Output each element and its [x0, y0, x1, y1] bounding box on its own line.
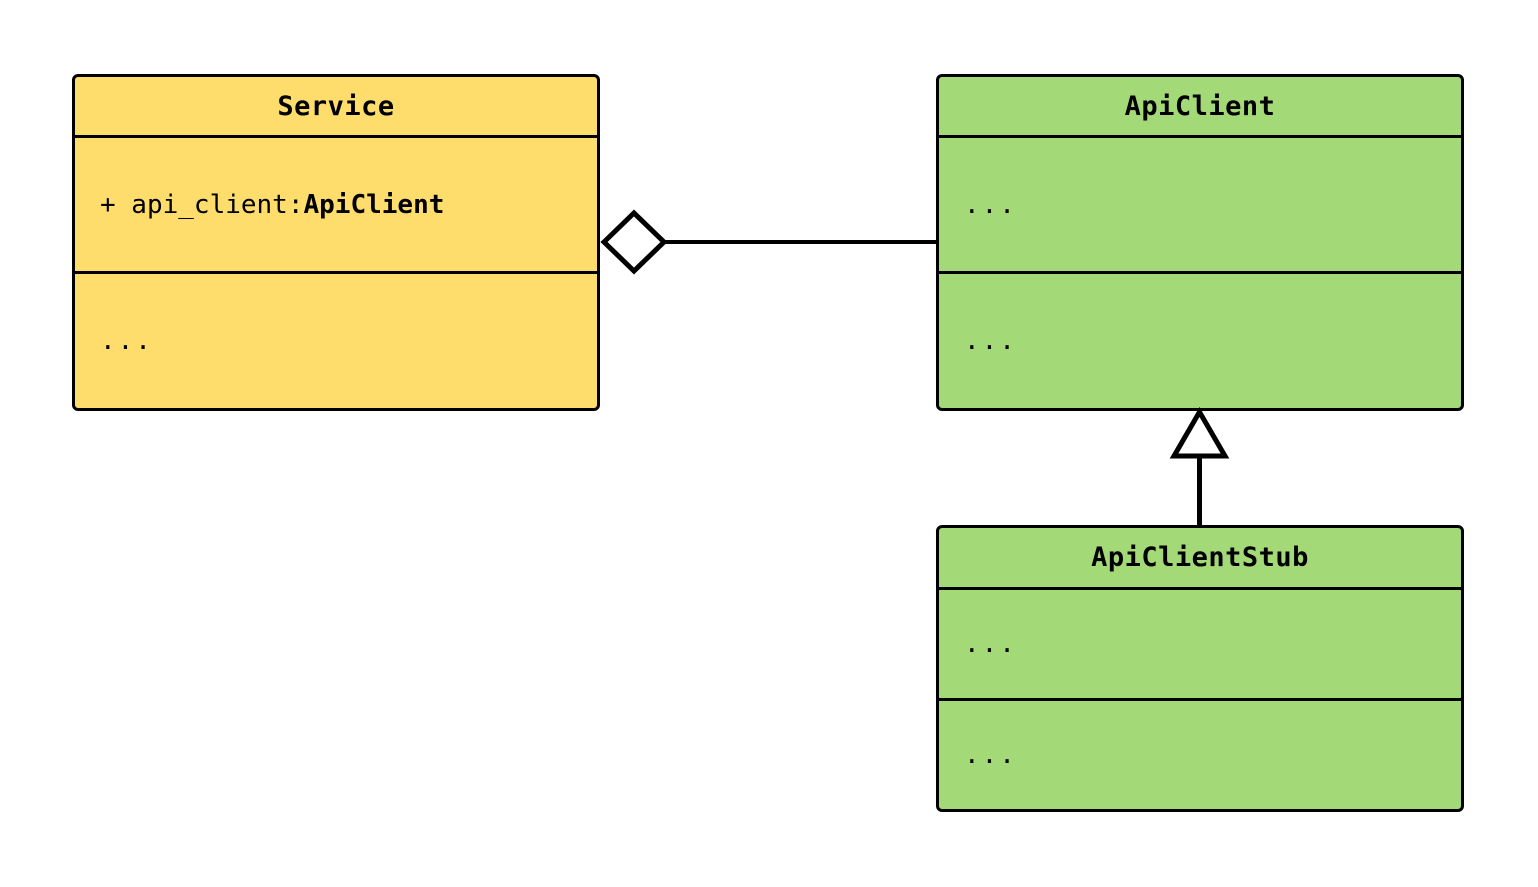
generalization-connector-line	[1197, 455, 1202, 527]
class-box-apiclientstub[interactable]: ApiClientStub ... ...	[936, 525, 1464, 812]
hollow-diamond-icon	[600, 209, 668, 275]
attributes-ellipsis-apiclientstub: ...	[964, 629, 1017, 659]
attribute-type-apiclient: ApiClient	[303, 189, 445, 220]
hollow-triangle-icon	[1169, 407, 1230, 459]
methods-ellipsis-apiclient: ...	[964, 326, 1017, 356]
class-methods-service: ...	[75, 274, 597, 408]
class-name-apiclientstub: ApiClientStub	[939, 528, 1461, 590]
methods-ellipsis-service: ...	[100, 326, 153, 356]
attribute-visibility-and-name: + api_client:	[100, 189, 304, 220]
class-methods-apiclient: ...	[939, 274, 1461, 408]
class-attributes-apiclient: ...	[939, 138, 1461, 274]
class-attributes-service: + api_client: ApiClient	[75, 138, 597, 274]
aggregation-connector-line	[662, 240, 938, 244]
class-box-apiclient[interactable]: ApiClient ... ...	[936, 74, 1464, 411]
methods-ellipsis-apiclientstub: ...	[964, 740, 1017, 770]
attributes-ellipsis-apiclient: ...	[964, 189, 1017, 220]
class-box-service[interactable]: Service + api_client: ApiClient ...	[72, 74, 600, 411]
class-name-service: Service	[75, 77, 597, 138]
class-methods-apiclientstub: ...	[939, 701, 1461, 809]
class-name-apiclient: ApiClient	[939, 77, 1461, 138]
class-attributes-apiclientstub: ...	[939, 590, 1461, 701]
